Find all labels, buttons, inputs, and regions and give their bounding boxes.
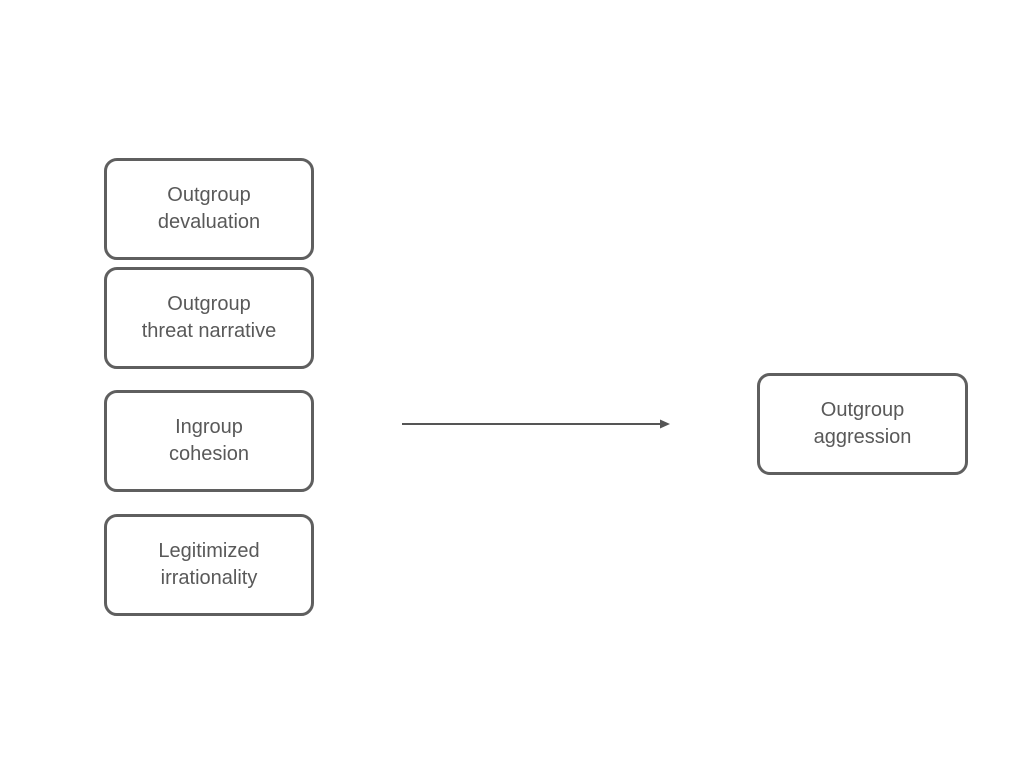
legitimized-irrationality-box: Legitimized irrationality [104,514,314,616]
outgroup-aggression-label: Outgroup aggression [813,399,912,448]
ingroup-cohesion-box: Ingroup cohesion [104,390,314,492]
outgroup-devaluation-label: Outgroup devaluation [157,184,261,233]
legitimized-irrationality-label: Legitimized irrationality [158,540,260,589]
ingroup-cohesion-label: Ingroup cohesion [168,416,250,465]
outgroup-aggression-box: Outgroup aggression [757,373,968,475]
outgroup-threat-narrative-label: Outgroup threat narrative [141,293,277,342]
arrow-head [660,419,670,429]
outgroup-devaluation-box: Outgroup devaluation [104,158,314,260]
outgroup-threat-narrative-box: Outgroup threat narrative [104,267,314,369]
